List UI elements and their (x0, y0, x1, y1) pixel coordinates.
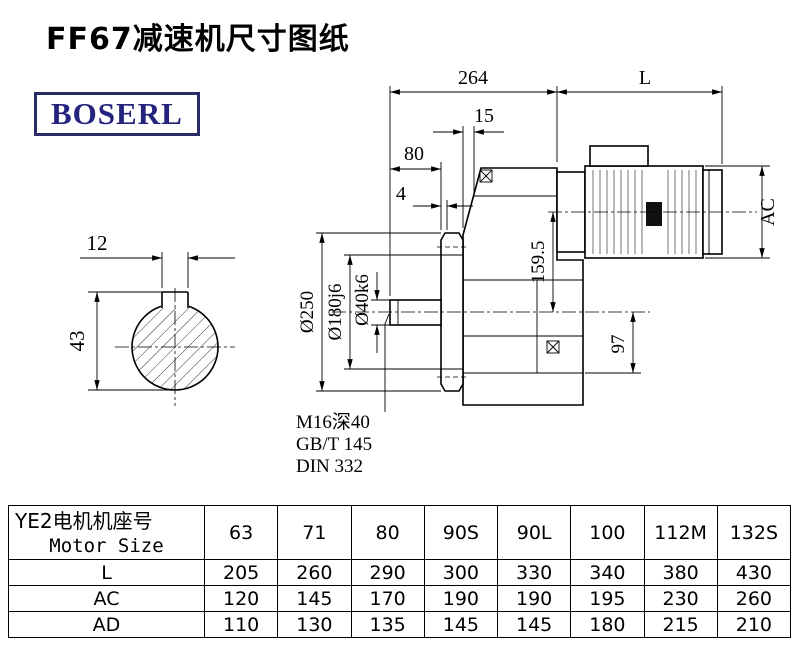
brand-logo: BOSERL (34, 92, 200, 136)
row-label: L (8, 559, 205, 586)
col-header: 80 (350, 505, 425, 560)
dim-shaft-dia-label: Ø40k6 (352, 274, 373, 326)
dim-L-label: L (639, 67, 651, 89)
value-cell: 300 (423, 559, 499, 586)
dim-spigot-dia-label: Ø180j6 (325, 284, 346, 341)
col-header: 71 (277, 505, 352, 560)
dim-159-5-label: 159.5 (528, 241, 549, 284)
col-header: 90S (423, 505, 499, 560)
value-cell: 170 (350, 585, 425, 612)
motor-size-header-cell: YE2电机机座号 Motor Size (8, 505, 205, 560)
col-header: 132S (716, 505, 792, 560)
value-cell: 190 (423, 585, 499, 612)
col-header: 112M (643, 505, 718, 560)
value-cell: 120 (203, 585, 279, 612)
dim-15-label: 15 (474, 105, 494, 127)
dim-flange-dia-label: Ø250 (297, 291, 318, 333)
motor-size-table: YE2电机机座号 Motor Size 63 71 80 90S 90L 100… (8, 505, 792, 638)
note-din-standard: DIN 332 (296, 456, 363, 477)
motor-nameplate (646, 202, 662, 226)
value-cell: 145 (496, 611, 572, 638)
value-cell: 190 (496, 585, 572, 612)
row-label: AC (8, 585, 205, 612)
motor-size-label-cn: YE2电机机座号 (15, 508, 153, 533)
dimensions: 264 L 15 80 4 AC 159.5 97 (296, 67, 779, 477)
shaft-section-view: 12 43 (65, 231, 235, 406)
terminal-box (589, 145, 649, 167)
dim-264-label: 264 (458, 67, 488, 89)
dim-80-label: 80 (404, 143, 424, 165)
value-cell: 215 (643, 611, 718, 638)
value-cell: 210 (716, 611, 792, 638)
dim-4-label: 4 (396, 183, 406, 205)
dimension-drawing: 12 43 (65, 67, 779, 477)
value-cell: 260 (716, 585, 792, 612)
table-row-L: L 205 260 290 300 330 340 380 430 (8, 559, 792, 586)
table-header-row: YE2电机机座号 Motor Size 63 71 80 90S 90L 100… (8, 505, 792, 560)
gearbox-side-view (332, 145, 757, 412)
value-cell: 135 (350, 611, 425, 638)
value-cell: 330 (496, 559, 572, 586)
col-header: 63 (203, 505, 279, 560)
note-gb-standard: GB/T 145 (296, 434, 372, 455)
dim-key-width-label: 12 (87, 231, 108, 255)
value-cell: 130 (277, 611, 352, 638)
value-cell: 340 (570, 559, 645, 586)
value-cell: 430 (716, 559, 792, 586)
value-cell: 195 (570, 585, 645, 612)
value-cell: 290 (350, 559, 425, 586)
value-cell: 230 (643, 585, 718, 612)
col-header: 100 (570, 505, 645, 560)
row-label: AD (8, 611, 205, 638)
motor-size-label-en: Motor Size (49, 534, 164, 557)
bearing-mark-icon (546, 340, 560, 354)
value-cell: 145 (277, 585, 352, 612)
value-cell: 180 (570, 611, 645, 638)
table-row-AD: AD 110 130 135 145 145 180 215 210 (8, 611, 792, 638)
col-header: 90L (496, 505, 572, 560)
page-title: FF67减速机尺寸图纸 (46, 22, 350, 57)
value-cell: 110 (203, 611, 279, 638)
note-tapped-hole: M16深40 (296, 411, 370, 433)
value-cell: 380 (643, 559, 718, 586)
value-cell: 205 (203, 559, 279, 586)
dim-97-label: 97 (608, 335, 629, 354)
dim-AC-label: AC (757, 198, 779, 226)
bearing-mark-icon (479, 169, 493, 183)
value-cell: 260 (277, 559, 352, 586)
dim-shaft-height-label: 43 (65, 331, 89, 352)
table-row-AC: AC 120 145 170 190 190 195 230 260 (8, 585, 792, 612)
value-cell: 145 (423, 611, 499, 638)
